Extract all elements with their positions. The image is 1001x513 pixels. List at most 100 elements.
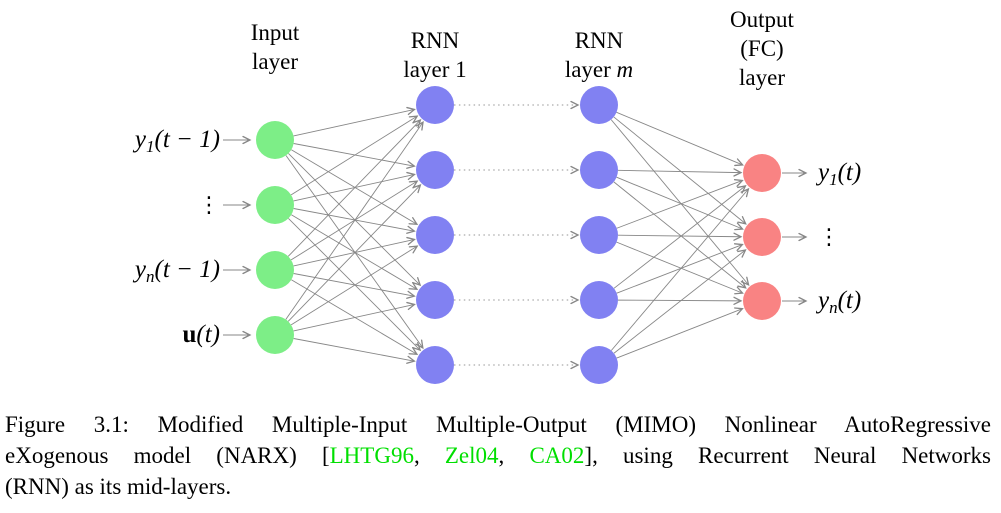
edge-line bbox=[293, 106, 416, 137]
input-label-dots: ⋮ bbox=[0, 189, 220, 221]
output-neuron-node bbox=[743, 218, 781, 256]
edge-line bbox=[617, 296, 743, 305]
rnnm-neuron-node bbox=[580, 86, 618, 124]
math-subscript: n bbox=[829, 297, 838, 317]
output-neuron-node bbox=[743, 282, 781, 320]
edge-line bbox=[290, 245, 419, 326]
math-subscript: n bbox=[146, 266, 155, 286]
header-line: layer 1 bbox=[355, 55, 515, 84]
caption-line-1: Figure 3.1: Modified Multiple-Input Mult… bbox=[5, 412, 991, 437]
output-neuron-node bbox=[743, 154, 781, 192]
edge-line bbox=[616, 307, 744, 359]
math-var: y bbox=[134, 256, 147, 283]
math-args: (t − 1) bbox=[154, 256, 220, 283]
edge-line bbox=[291, 279, 419, 356]
header-line: (FC) bbox=[740, 36, 784, 61]
edge-line bbox=[610, 119, 750, 286]
edge-line bbox=[291, 214, 419, 291]
edge-line bbox=[288, 153, 422, 287]
header-line: Input bbox=[250, 20, 300, 45]
math-var: y bbox=[818, 159, 830, 186]
rnn1-neuron-node bbox=[416, 86, 454, 124]
edge-line bbox=[610, 187, 750, 351]
edge-line bbox=[616, 179, 744, 229]
edge-line bbox=[288, 218, 422, 352]
citation-link-lhtg96[interactable]: LHTG96 bbox=[329, 443, 414, 468]
edge-line bbox=[293, 171, 416, 202]
input-label-u: u(t) bbox=[0, 319, 220, 351]
edge-line bbox=[613, 249, 747, 354]
math-args: (t) bbox=[837, 159, 862, 186]
output-label-dots: ⋮ bbox=[818, 221, 840, 253]
edge-line bbox=[293, 143, 416, 169]
header-rnn-layer-1: RNN layer 1 bbox=[355, 26, 515, 84]
output-label-yn: yn(t) bbox=[818, 285, 861, 317]
vertical-dots: ⋮ bbox=[818, 225, 840, 250]
input-neuron-node bbox=[256, 251, 294, 289]
math-args: (t) bbox=[837, 287, 862, 314]
rnnm-neuron-node bbox=[580, 216, 618, 254]
input-neuron-node bbox=[256, 316, 294, 354]
header-line: Output bbox=[730, 7, 794, 32]
header-line: layer bbox=[739, 65, 785, 90]
edge-line bbox=[285, 121, 424, 320]
header-word: layer bbox=[403, 57, 450, 82]
math-var: u bbox=[182, 321, 197, 348]
rnn1-neuron-node bbox=[416, 216, 454, 254]
math-subscript: 1 bbox=[146, 136, 155, 156]
edge-line bbox=[293, 338, 416, 364]
math-subscript: 1 bbox=[829, 169, 838, 189]
edge-line bbox=[290, 115, 419, 196]
caption-line-2: eXogenous model (NARX) [LHTG96, Zel04, C… bbox=[5, 440, 991, 471]
header-input-layer: Input layer bbox=[195, 18, 355, 76]
math-var: y bbox=[134, 126, 147, 153]
math-args: (t − 1) bbox=[154, 126, 220, 153]
edge-line bbox=[293, 236, 416, 267]
rnnm-neuron-node bbox=[580, 281, 618, 319]
edge-line bbox=[293, 301, 416, 332]
input-neuron-node bbox=[256, 186, 294, 224]
edge-line bbox=[617, 232, 743, 241]
edge-line bbox=[293, 208, 416, 234]
caption-text: ], using Recurrent Neural Networks bbox=[584, 443, 992, 468]
math-var: y bbox=[818, 287, 830, 314]
header-line: RNN bbox=[574, 28, 624, 53]
header-line: layer m bbox=[519, 55, 679, 84]
header-line: RNN bbox=[410, 28, 460, 53]
input-label-y1: y1(t − 1) bbox=[0, 124, 220, 156]
figure-caption: Figure 3.1: Modified Multiple-Input Mult… bbox=[5, 409, 991, 502]
citation-link-zel04[interactable]: Zel04 bbox=[444, 443, 499, 468]
header-rnn-layer-m: RNN layer m bbox=[519, 26, 679, 84]
edge-line bbox=[613, 185, 747, 289]
caption-text: , bbox=[498, 443, 530, 468]
edge-line bbox=[287, 184, 422, 322]
edge-line bbox=[616, 243, 744, 294]
math-args: (t) bbox=[196, 321, 220, 348]
edge-line bbox=[613, 116, 747, 225]
header-word: layer bbox=[564, 57, 611, 82]
rnnm-neuron-node bbox=[580, 346, 618, 384]
header-output-fc-layer: Output (FC) layer bbox=[682, 5, 842, 92]
edge-line bbox=[287, 119, 422, 257]
edge-line bbox=[617, 168, 743, 177]
rnnm-neuron-node bbox=[580, 151, 618, 189]
citation-link-ca02[interactable]: CA02 bbox=[529, 443, 585, 468]
rnn1-neuron-node bbox=[416, 346, 454, 384]
edge-line bbox=[616, 111, 744, 167]
rnn1-neuron-node bbox=[416, 151, 454, 189]
input-label-yn: yn(t − 1) bbox=[0, 254, 220, 286]
output-label-y1: y1(t) bbox=[818, 157, 861, 189]
network-diagram bbox=[223, 86, 808, 384]
edge-line bbox=[291, 149, 419, 226]
edge-line bbox=[293, 273, 416, 299]
caption-text: , bbox=[413, 443, 445, 468]
header-word: m bbox=[616, 57, 634, 82]
caption-text: eXogenous model (NARX) [ bbox=[5, 443, 330, 468]
edge-line bbox=[613, 181, 747, 289]
edge-line bbox=[616, 241, 744, 295]
input-neuron-node bbox=[256, 121, 294, 159]
vertical-dots: ⋮ bbox=[198, 193, 220, 218]
rnn1-neuron-node bbox=[416, 281, 454, 319]
header-line: layer bbox=[252, 49, 298, 74]
